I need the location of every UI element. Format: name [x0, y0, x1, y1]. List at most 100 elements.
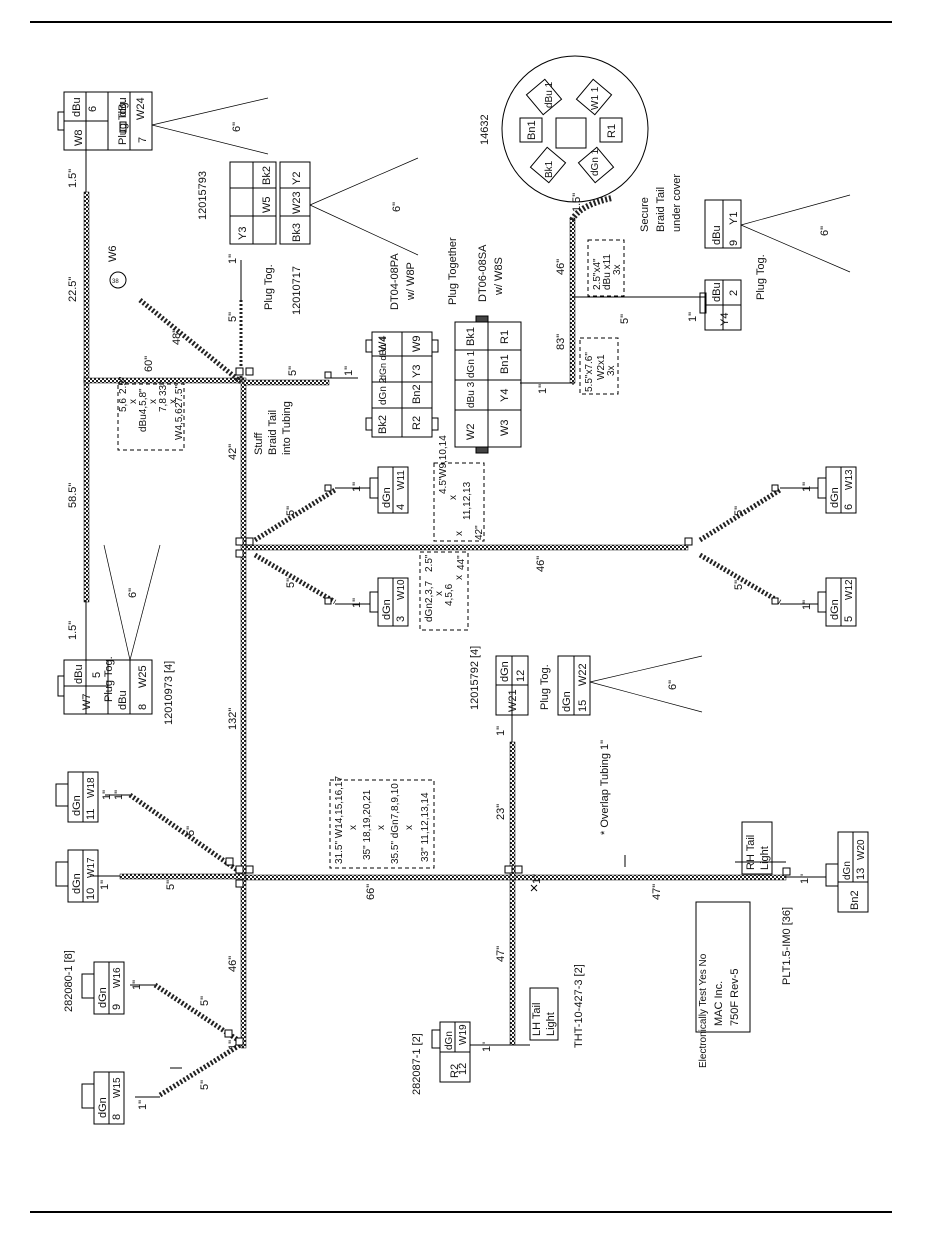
cell-9: 9: [728, 240, 740, 246]
dashed-boxes: 5,6 2.5" x dBu4,5,8" x 7,8 33" x W4,5,6 …: [117, 239, 625, 869]
b5-0: dGn2,3,7: [424, 580, 435, 622]
b6-4: 35.5" dGn7,8,9,10: [390, 783, 401, 864]
part-12015792: 12015792 [4]: [469, 646, 481, 710]
b1-2: x: [128, 399, 139, 404]
diag-w10: [253, 552, 337, 605]
dim: 1": [495, 726, 507, 736]
connector-w12[interactable]: dGn W12 5: [817, 577, 857, 627]
dim: 5": [199, 1080, 211, 1090]
rh-tail-light[interactable]: RH Tail Light PLT1.5-IM0 [36]: [741, 821, 793, 985]
cell-2: 2: [728, 290, 740, 296]
junction-markers: [224, 367, 791, 1046]
cell-dgn1: dGn 1: [466, 350, 477, 378]
cell-w17: W17: [86, 857, 97, 878]
dim: 58.5": [67, 483, 79, 508]
dim: 5": [285, 506, 297, 516]
w6-label: W6: [107, 246, 119, 263]
connector-w7-w25[interactable]: dBu 5 W7 dBu 8 W25 Plug Tog. 12010973 [4…: [57, 544, 175, 725]
cell-dgn: dGn: [444, 1031, 455, 1050]
cell-6: 6: [843, 504, 855, 510]
b4-5: 42": [474, 525, 485, 540]
connector-w15[interactable]: dGn W15 8: [81, 1071, 125, 1125]
cell-dbu-b: dBu: [711, 225, 723, 245]
pin-r1: R1: [606, 124, 618, 138]
dim: 42": [227, 444, 239, 460]
rh-line1: RH Tail: [745, 835, 757, 870]
cell-w11: W11: [396, 470, 407, 490]
connector-w18[interactable]: dGn W18 11: [55, 771, 99, 823]
lh-tail-light[interactable]: LH Tail Light THT-10-427-3 [2]: [529, 964, 585, 1048]
branch-w17: [119, 873, 246, 880]
dim: 1": [801, 600, 813, 610]
w6-circle: [109, 271, 127, 289]
connector-top-left[interactable]: dBu 6 W8 dBu 7 W24 Plug Tog. 6": [57, 91, 269, 155]
cell-w16: W16: [112, 967, 123, 988]
dim: 1": [227, 1040, 239, 1050]
connector-w20[interactable]: Bn2 dGn W20 13: [825, 831, 869, 913]
cell-dgn: dGn: [829, 599, 841, 620]
thin-wires: [85, 150, 826, 1098]
cell-dbu-a: dBu: [71, 97, 83, 117]
dim: 5": [165, 880, 177, 890]
b2-0: 2.5"x4": [592, 258, 603, 290]
dim: 1": [801, 482, 813, 492]
b6-3: x: [376, 825, 387, 830]
connector-dt06[interactable]: Bk1 dGn 1 dBu 3 W2 R1 Bn1 Y4 W3 Plug Tog…: [447, 237, 522, 454]
cell-w12: W12: [844, 579, 855, 600]
cell-dgn: dGn: [499, 661, 511, 682]
dim: 1": [343, 366, 355, 376]
connector-w19[interactable]: R2 dGn W19 12 282087-1 [2]: [411, 1021, 471, 1095]
branch-to-dt04: [243, 379, 330, 386]
cell-dgn: dGn: [829, 487, 841, 508]
b6-1: x: [348, 825, 359, 830]
b1-7: x: [168, 399, 179, 404]
connector-y4-y1[interactable]: dBu 2 Y4 dBu 9 Y1 Plug Tog. 6": [699, 194, 851, 331]
cell-dgn: dGn: [381, 599, 393, 620]
part-12010973: 12010973 [4]: [163, 661, 175, 725]
connector-w16[interactable]: dGn W16 9 282080-1 [8]: [63, 950, 125, 1015]
cell-bk1: Bk1: [465, 327, 477, 346]
dim: 1": [799, 874, 811, 884]
connector-w21-w22[interactable]: dGn 12 W21 dGn 15 W22 Plug Tog. 12015792…: [469, 646, 703, 716]
braided-harness: [83, 191, 787, 1098]
cell-w13: W13: [844, 469, 855, 490]
connector-12015793[interactable]: Bk2 W5 Y3 Y2 W23 Bk3 12015793 Plug Tog. …: [197, 157, 419, 315]
rh-line2: Light: [759, 846, 771, 870]
lh-part: THT-10-427-3 [2]: [573, 964, 585, 1048]
cell-w23: W23: [291, 191, 303, 214]
cell-dgn: dGn: [842, 861, 853, 880]
b4-2: x: [448, 495, 459, 500]
cell-bn2: Bn2: [849, 890, 861, 910]
b2-1: dBu x11: [602, 254, 613, 290]
dim: 22.5": [67, 277, 79, 302]
trunk-to-lh: [509, 879, 516, 1046]
connector-w13[interactable]: dGn W13 6: [817, 466, 857, 514]
b4-0: 4.5": [438, 476, 449, 494]
cell-y3: Y3: [237, 227, 249, 240]
connector-dt04[interactable]: W4 dGn dBu 4 dGn 2 Bk2 W9 Y3 Bn2 R2 DT04…: [365, 253, 439, 438]
b1-4: x: [148, 399, 159, 404]
part-282087: 282087-1 [2]: [411, 1033, 423, 1095]
diag-w16: [153, 982, 240, 1043]
dim: 47": [495, 946, 507, 962]
b4-4: x: [454, 531, 465, 536]
connector-w17[interactable]: dGn W17 10: [55, 849, 99, 903]
cell-8: 8: [137, 704, 149, 710]
cell-w15: W15: [112, 1077, 123, 1098]
cell-dgn: dGn: [381, 487, 393, 508]
dt06-sublabel: w/ W8S: [493, 257, 505, 296]
test-box: [695, 901, 751, 1033]
connector-w10[interactable]: dGn W10 3: [369, 577, 409, 627]
connector-w11[interactable]: dGn W11 4: [369, 466, 409, 514]
cell-y4: Y4: [719, 313, 731, 326]
note-plug-tog: Plug Tog.: [755, 254, 767, 300]
dim: 1": [537, 384, 549, 394]
cell-w9: W9: [411, 336, 423, 353]
dim: 5": [199, 996, 211, 1006]
cell-dbu3: dBu 3: [466, 381, 477, 408]
note-plug-tog: Plug Tog.: [263, 264, 275, 310]
dim: 5": [227, 312, 239, 322]
dim: 5": [733, 580, 745, 590]
connector-14632[interactable]: dBu 1 W1 1 Bn1 R1 Bk1 dGn 1 14632: [479, 55, 649, 203]
